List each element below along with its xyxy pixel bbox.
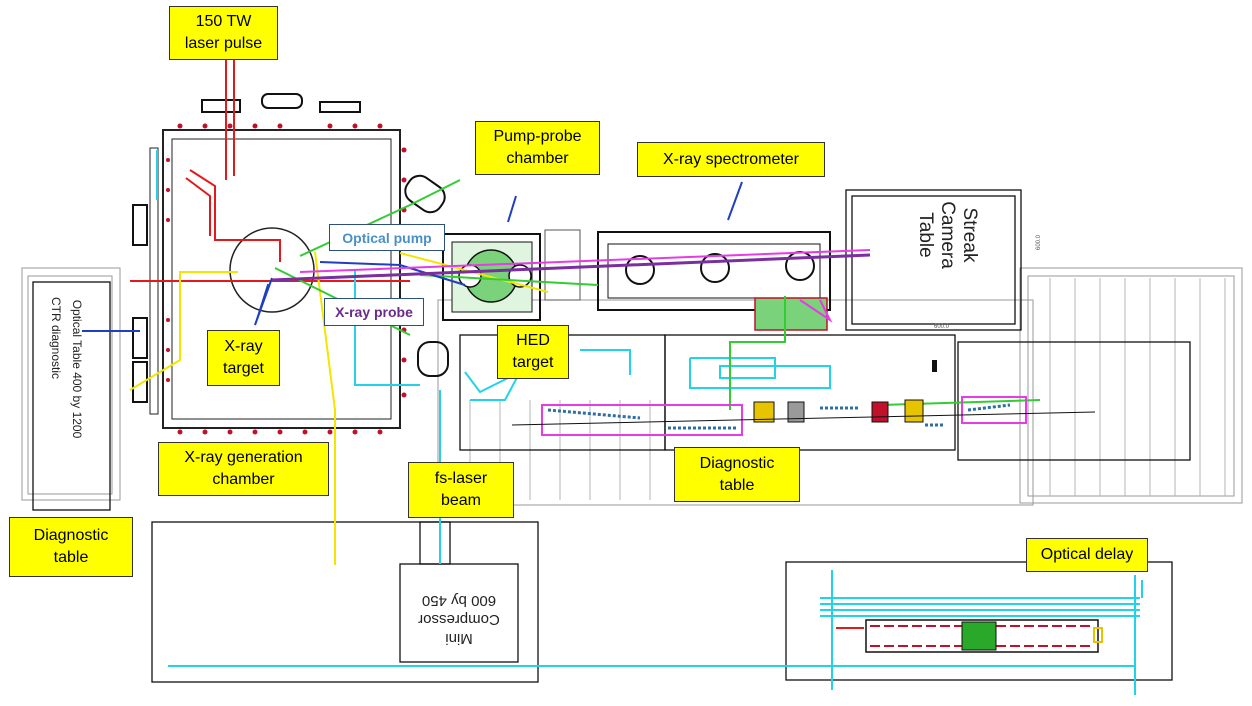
xray-spectrometer-body bbox=[597, 231, 831, 331]
callout-diagnostic-table-center: Diagnostic table bbox=[674, 447, 800, 502]
streak-camera-table-label: Streak Camera Table bbox=[915, 201, 980, 269]
table-outlines bbox=[21, 267, 1243, 506]
beam-purple bbox=[271, 253, 871, 282]
chamber-bolts bbox=[166, 123, 407, 435]
callout-laser-pulse: 150 TW laser pulse bbox=[169, 6, 278, 60]
chamber-ports bbox=[132, 93, 449, 403]
callout-fs-laser-beam: fs-laser beam bbox=[408, 462, 514, 518]
beam-cyan bbox=[156, 150, 1143, 695]
callout-pump-probe-chamber: Pump-probe chamber bbox=[475, 121, 600, 175]
right-table-stripes bbox=[1049, 278, 1226, 496]
callout-diagnostic-table-left: Diagnostic table bbox=[9, 517, 133, 577]
diagnostic-components bbox=[511, 360, 1096, 430]
optical-delay-stage bbox=[865, 619, 1103, 653]
callout-xray-spectrometer: X-ray spectrometer bbox=[637, 142, 825, 177]
callout-xray-target: X-ray target bbox=[207, 330, 280, 386]
optical-table-label: Optical Table 400 by 1200 bbox=[70, 299, 84, 439]
tag-optical-pump: Optical pump bbox=[329, 224, 445, 251]
mini-compressor-label: Mini Compressor 600 by 450 bbox=[418, 592, 500, 647]
pump-probe-chamber-body bbox=[442, 229, 581, 321]
callout-hed-target: HED target bbox=[497, 325, 569, 379]
tag-xray-probe: X-ray probe bbox=[324, 298, 424, 326]
dim-text-600: 600.0 bbox=[934, 324, 950, 330]
callout-xray-generation-chamber: X-ray generation chamber bbox=[158, 442, 329, 496]
dim-text-side: 600.0 bbox=[1036, 234, 1042, 250]
leader-lines bbox=[254, 283, 269, 326]
ctr-diagnostic-label: CTR diagnostic bbox=[49, 296, 63, 380]
beam-blue bbox=[82, 181, 743, 332]
black-outline-tables bbox=[32, 189, 1191, 683]
callout-optical-delay: Optical delay bbox=[1026, 538, 1148, 572]
